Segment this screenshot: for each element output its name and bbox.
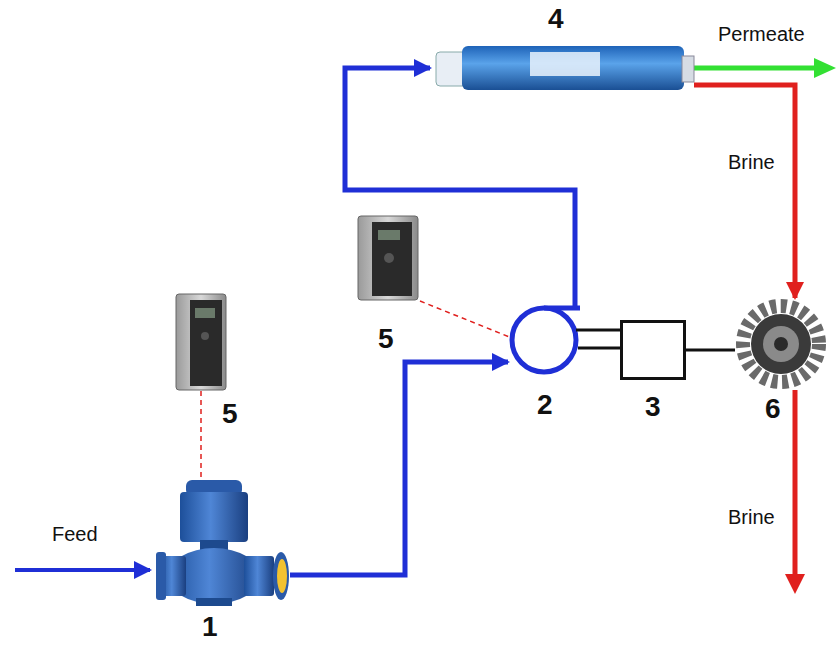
flow-connector [576,330,620,348]
callout-number: 2 [537,390,553,420]
permeate-arrow [694,66,820,71]
vfd-illustration [358,216,418,300]
turbine-illustration [743,306,819,382]
flow-connector [200,391,202,480]
vfd-illustration [176,294,226,390]
flow-label: Brine [726,505,777,529]
callout-number: 4 [548,4,564,34]
membrane-illustration [436,46,694,90]
arrow-head [785,574,805,594]
edge-label: Brine [726,150,777,174]
pump-node: 1 [150,480,290,605]
pump-symbol [512,308,580,372]
drive-unit: 5 [175,293,227,391]
feed-arrow [15,568,150,572]
callout-number: 6 [765,394,781,424]
flow-connector [290,362,508,575]
coupling-box: 3 [620,320,686,380]
flow-connector [694,85,795,298]
brine-arrow [793,390,798,578]
flow-connector [420,301,512,338]
drive-unit: 5 [356,215,420,301]
flow-connector [345,68,575,308]
flow-connector [686,349,735,352]
flow-label: Feed [50,522,100,546]
pump-illustration [156,480,289,606]
callout-number: 3 [645,392,661,422]
membrane: 4 [430,45,694,91]
callout-number: 5 [222,399,238,429]
callout-number: 1 [202,612,218,642]
turbine-node: 6 [735,298,827,390]
callout-number: 5 [378,324,394,354]
arrow-head [134,561,152,579]
arrow-head [814,58,836,78]
flow-label: Permeate [716,22,807,46]
pump-node: 2 [508,304,580,376]
